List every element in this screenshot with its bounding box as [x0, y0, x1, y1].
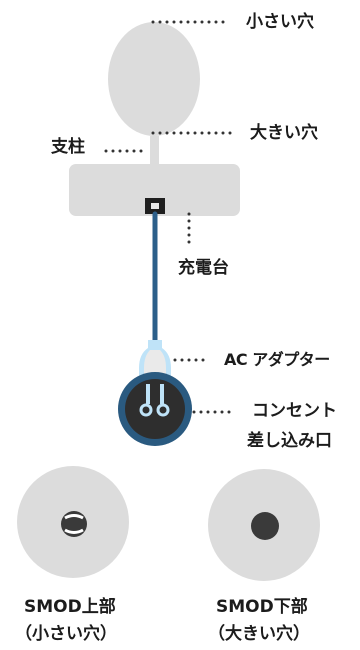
- outlet-socket-right: [156, 403, 170, 417]
- smod-top-hole-notch: [61, 517, 87, 531]
- label-small-hole: 小さい穴: [246, 12, 314, 32]
- label-smod-bottom-note: （大きい穴）: [208, 624, 310, 644]
- label-charging-base: 充電台: [178, 258, 229, 278]
- label-outlet-line1: コンセント: [252, 401, 337, 421]
- label-smod-top-name: SMOD上部: [24, 597, 116, 617]
- outlet-socket-left: [139, 403, 153, 417]
- smod-device-body: [108, 22, 200, 136]
- label-ac-adapter: AC アダプター: [224, 350, 330, 369]
- label-smod-top-note: （小さい穴）: [15, 624, 117, 644]
- charging-base: [69, 164, 240, 216]
- smod-bottom-hole: [251, 512, 279, 540]
- smod-top-hole-highlight: [64, 514, 84, 534]
- outlet-face: [125, 379, 185, 439]
- label-outlet-line2: 差し込み口: [247, 431, 332, 451]
- label-smod-bottom-name: SMOD下部: [216, 597, 308, 617]
- charging-port-contact: [151, 203, 159, 209]
- label-pillar: 支柱: [51, 137, 85, 157]
- label-large-hole: 大きい穴: [250, 123, 318, 143]
- pillar: [150, 136, 159, 166]
